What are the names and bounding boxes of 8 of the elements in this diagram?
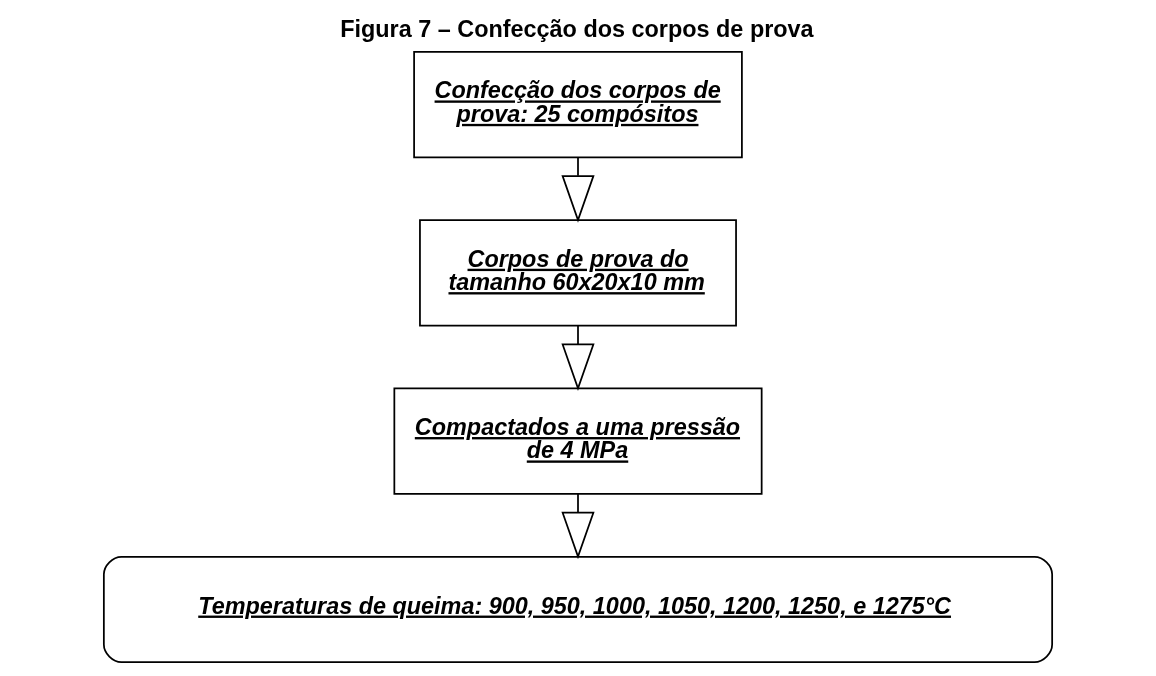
node-box: Corpos de prova do tamanho 60x20x10 mm — [419, 219, 737, 327]
arrow — [561, 324, 595, 391]
node-box: Temperaturas de queima: 900, 950, 1000, 1050, 1200, 1250, e 1275°C — [102, 555, 1054, 664]
node-box: Compactados a uma pressão de 4 MPa — [393, 387, 763, 495]
node-box: Confecção dos corpos de prova: 25 compósitos — [413, 51, 743, 159]
arrow — [561, 156, 595, 223]
diagram-title: Figura 7 – Confecção dos corpos de prova — [340, 15, 814, 42]
arrow — [561, 493, 595, 560]
